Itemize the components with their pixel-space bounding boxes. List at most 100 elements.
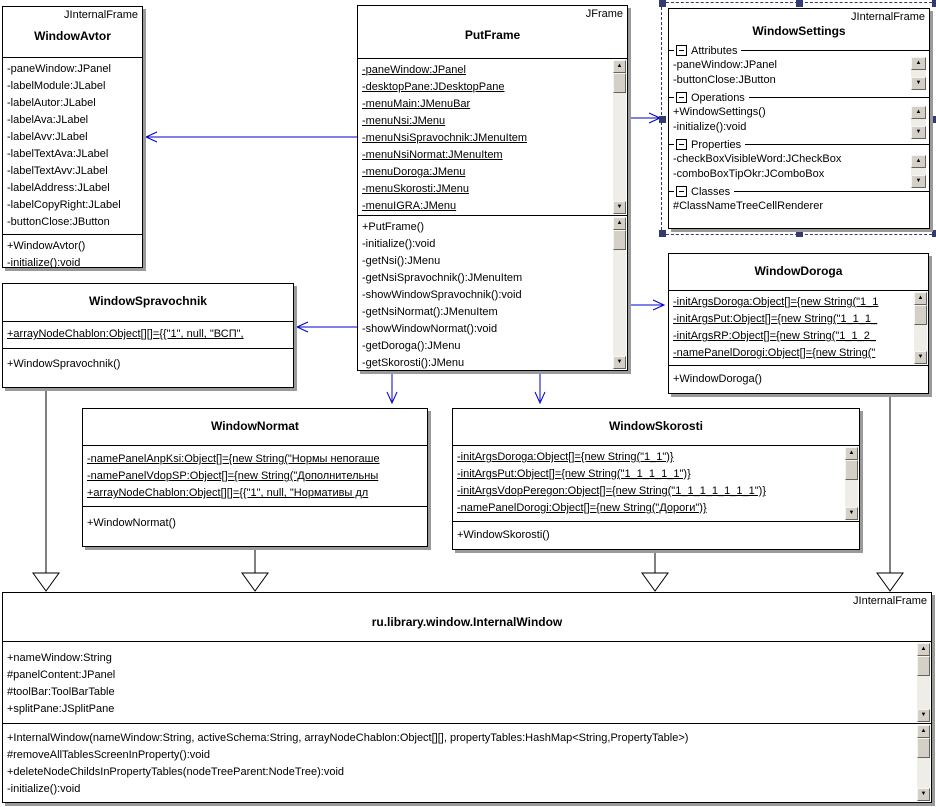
class-box-windowsettings[interactable]: JInternalFrame WindowSettings Attributes…: [668, 8, 930, 229]
selection-handle[interactable]: [932, 116, 936, 123]
class-header: WindowDoroga: [669, 254, 928, 291]
scroll-up-button[interactable]: ▲: [911, 155, 926, 168]
member-row: -paneWindow:JPanel: [673, 59, 777, 71]
scroll-up-button[interactable]: ▲: [917, 725, 930, 738]
attributes-compartment: +arrayNodeChablon:Object[][]={{"1", null…: [3, 322, 293, 349]
scroll-down-button[interactable]: ▼: [613, 356, 626, 369]
scroll-track[interactable]: [914, 305, 927, 351]
vertical-scrollbar[interactable]: ▲▼: [911, 155, 926, 188]
scroll-up-button[interactable]: ▲: [914, 292, 927, 305]
member-row: -initialize():void: [7, 257, 81, 267]
scroll-track[interactable]: [845, 460, 858, 507]
scroll-track[interactable]: [613, 73, 626, 201]
vertical-scrollbar[interactable]: ▲▼: [917, 643, 930, 722]
member-row: -menuIGRA:JMenu: [362, 200, 457, 212]
gen-windowskorosti-triangle-icon: [641, 572, 669, 592]
scroll-down-button[interactable]: ▼: [917, 788, 930, 801]
class-box-windowskorosti[interactable]: WindowSkorosti ▲▼ -initArgsDoroga:Object…: [452, 408, 860, 550]
member-row: +WindowSpravochnik(): [7, 358, 121, 370]
assoc-putframe-to-windowspravochnik-arrowhead-icon: [295, 321, 309, 333]
member-row: +WindowSettings(): [673, 106, 766, 118]
methods-compartment: +WindowDoroga(): [669, 366, 928, 393]
class-box-putframe[interactable]: JFrame PutFrame ▲▼ -paneWindow:JPanel-de…: [357, 5, 628, 371]
member-row: -showWindowSpravochnik():void: [362, 289, 522, 301]
section-label: Operations: [691, 91, 745, 104]
vertical-scrollbar[interactable]: ▲▼: [914, 292, 927, 364]
selection-handle[interactable]: [659, 230, 666, 237]
class-box-windowspravochnik[interactable]: WindowSpravochnik +arrayNodeChablon:Obje…: [2, 283, 294, 388]
vertical-scrollbar[interactable]: ▲▼: [911, 57, 926, 90]
stereotype-label: JInternalFrame: [853, 595, 927, 607]
scroll-track[interactable]: [917, 656, 930, 709]
scroll-down-button[interactable]: ▼: [911, 175, 926, 188]
scroll-up-button[interactable]: ▲: [911, 106, 926, 119]
scroll-track[interactable]: [917, 738, 930, 788]
scroll-up-button[interactable]: ▲: [613, 60, 626, 73]
scroll-down-button[interactable]: ▼: [917, 709, 930, 722]
scroll-track[interactable]: [911, 168, 926, 175]
selection-handle[interactable]: [932, 0, 936, 7]
class-box-windowdoroga[interactable]: WindowDoroga ▲▼ -initArgsDoroga:Object[]…: [668, 253, 929, 394]
member-row: -menuDoroga:JMenu: [362, 166, 466, 178]
class-header: WindowNormat: [83, 409, 427, 446]
member-row: +arrayNodeChablon:Object[][]={{"1", null…: [87, 487, 369, 499]
scroll-thumb[interactable]: [845, 460, 858, 480]
scroll-thumb[interactable]: [613, 230, 626, 250]
class-box-windowavtor[interactable]: JInternalFrame WindowAvtor -paneWindow:J…: [2, 6, 143, 268]
vertical-scrollbar[interactable]: ▲▼: [911, 106, 926, 139]
member-row: -initArgsDoroga:Object[]={new String("1_…: [457, 451, 674, 463]
scroll-track[interactable]: [613, 230, 626, 356]
scroll-down-button[interactable]: ▼: [613, 201, 626, 214]
assoc-putframe-to-windowskorosti-arrowhead-icon: [534, 391, 546, 405]
attributes-compartment: ▲▼ -paneWindow:JPanel-desktopPane:JDeskt…: [358, 59, 627, 216]
class-header: JInternalFrame ru.library.window.Interna…: [3, 593, 931, 642]
scroll-up-button[interactable]: ▲: [613, 217, 626, 230]
scroll-down-button[interactable]: ▼: [845, 507, 858, 520]
class-box-windownormat[interactable]: WindowNormat -namePanelAnpKsi:Object[]={…: [82, 408, 428, 547]
collapse-icon[interactable]: [676, 186, 687, 197]
methods-compartment: +WindowNormat(): [83, 507, 427, 546]
member-row: -namePanelVdopSP:Object[]={new String("Д…: [87, 470, 379, 482]
scroll-thumb[interactable]: [914, 305, 927, 325]
member-row: +WindowAvtor(): [7, 240, 86, 252]
scroll-thumb[interactable]: [613, 73, 626, 93]
class-box-internalwindow[interactable]: JInternalFrame ru.library.window.Interna…: [2, 592, 932, 803]
collapse-icon[interactable]: [676, 139, 687, 150]
scroll-track[interactable]: [911, 70, 926, 77]
collapse-icon[interactable]: [676, 92, 687, 103]
class-header: WindowSpravochnik: [3, 284, 293, 322]
scroll-up-button[interactable]: ▲: [911, 57, 926, 70]
scroll-down-button[interactable]: ▼: [914, 351, 927, 364]
scroll-thumb[interactable]: [917, 738, 930, 758]
gen-windowdoroga-triangle-icon: [876, 572, 904, 592]
class-header: JInternalFrame WindowAvtor: [3, 7, 142, 58]
assoc-putframe-to-windowavtor-arrowhead-icon: [144, 131, 158, 143]
vertical-scrollbar[interactable]: ▲▼: [613, 60, 626, 214]
member-row: +PutFrame(): [362, 221, 425, 233]
scroll-down-button[interactable]: ▼: [911, 126, 926, 139]
class-header: JFrame PutFrame: [358, 6, 627, 59]
scroll-track[interactable]: [911, 119, 926, 126]
vertical-scrollbar[interactable]: ▲▼: [917, 725, 930, 801]
vertical-scrollbar[interactable]: ▲▼: [845, 447, 858, 520]
selection-handle[interactable]: [932, 230, 936, 237]
member-row: +nameWindow:String: [7, 652, 112, 664]
member-row: -labelModule:JLabel: [7, 80, 106, 92]
selection-handle[interactable]: [796, 230, 803, 237]
member-row: +WindowSkorosti(): [457, 529, 550, 541]
vertical-scrollbar[interactable]: ▲▼: [613, 217, 626, 369]
selection-handle[interactable]: [796, 0, 803, 7]
member-row: +InternalWindow(nameWindow:String, activ…: [7, 732, 689, 744]
scroll-up-button[interactable]: ▲: [917, 643, 930, 656]
selection-handle[interactable]: [659, 0, 666, 7]
class-name: WindowSettings: [752, 24, 846, 38]
stereotype-label: JFrame: [585, 8, 623, 20]
selection-handle[interactable]: [659, 116, 666, 123]
member-row: -menuSkorosti:JMenu: [362, 183, 469, 195]
collapse-icon[interactable]: [676, 45, 687, 56]
scroll-up-button[interactable]: ▲: [845, 447, 858, 460]
member-row: -getNsiSpravochnik():JMenuItem: [362, 272, 523, 284]
scroll-thumb[interactable]: [917, 656, 930, 676]
scroll-down-button[interactable]: ▼: [911, 77, 926, 90]
